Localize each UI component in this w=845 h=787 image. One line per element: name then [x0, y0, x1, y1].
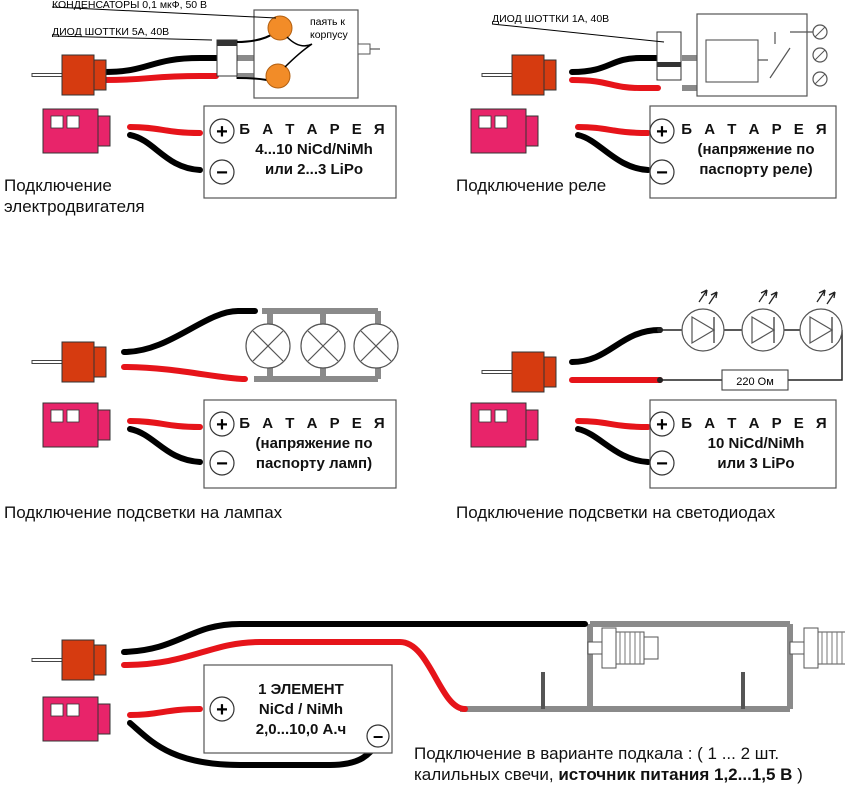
battery-text-glow: 1 ЭЛЕМЕНТ NiCd / NiMh 2,0...10,0 А.ч: [236, 680, 366, 740]
caption-line-2: калильных свечи, источник питания 1,2...…: [414, 764, 803, 785]
plus-terminal-relay: +: [656, 121, 668, 143]
led-1: [681, 289, 725, 352]
glow-plug-1: [587, 627, 659, 669]
plug-battery-motor: [42, 108, 111, 154]
plug-output-motor: [31, 54, 107, 96]
caption-line: Подключение: [4, 176, 112, 195]
caption-leds: Подключение подсветки на светодиодах: [456, 503, 776, 522]
schottky-diode-relay: [656, 31, 682, 81]
plus-terminal-glow: +: [216, 699, 228, 721]
resistor-label: 220 Ом: [736, 376, 774, 388]
resistor-220: [721, 369, 789, 391]
plug-battery-glow: [42, 696, 111, 742]
caption-glowplugs: Подключение в варианте подкала : ( 1 ...…: [414, 743, 803, 785]
caption-text: калильных свечи,: [414, 765, 554, 784]
plug-battery-leds: [470, 402, 539, 448]
led-2: [741, 289, 785, 352]
led-3: [799, 289, 843, 352]
annotation-solder-2: корпусу: [310, 29, 348, 41]
lamp-3: [353, 323, 399, 369]
battery-box-glow: [203, 664, 393, 754]
glow-plug-2: [789, 627, 845, 669]
plus-terminal-motor: +: [216, 121, 228, 143]
battery-line: 10 NiCd/NiMh: [707, 435, 805, 452]
battery-line: NiCd / NiMh: [258, 701, 344, 718]
battery-text-lamps: Б А Т А Р Е Я (напряжение по паспорту ла…: [236, 414, 392, 474]
battery-text-leds: Б А Т А Р Е Я 10 NiCd/NiMh или 3 LiPo: [680, 414, 832, 474]
battery-box-leds: [649, 399, 837, 489]
battery-line: (напряжение по: [697, 141, 815, 158]
panel-leds: 220 Ом + −: [470, 289, 843, 489]
annotation-capacitors: КОНДЕНСАТОРЫ 0,1 мкФ, 50 В: [52, 0, 207, 11]
battery-line: или 3 LiPo: [717, 455, 795, 472]
minus-terminal-lamps: −: [216, 453, 228, 475]
panel-motor: КОНДЕНСАТОРЫ 0,1 мкФ, 50 В ДИОД ШОТТКИ 5…: [31, 0, 397, 199]
battery-line: 1 ЭЛЕМЕНТ: [258, 681, 344, 698]
caption-motor: Подключение электродвигателя: [4, 175, 145, 217]
battery-line: 2,0...10,0 А.ч: [255, 721, 347, 738]
annotation-solder-1: паять к: [310, 16, 345, 28]
minus-terminal-motor: −: [216, 162, 228, 184]
battery-title: Б А Т А Р Е Я: [239, 415, 389, 432]
plus-terminal-lamps: +: [216, 414, 228, 436]
plus-terminal-leds: +: [656, 414, 668, 436]
capacitor-2: [265, 63, 291, 89]
panel-glowplugs: + −: [31, 621, 845, 768]
battery-line: паспорту реле): [699, 161, 813, 178]
annotation-diode-5a: ДИОД ШОТТКИ 5А, 40В: [52, 26, 169, 38]
capacitor-1: [267, 15, 293, 41]
battery-line: паспорту ламп): [255, 455, 373, 472]
panel-relay: ДИОД ШОТТКИ 1А, 40В + −: [470, 13, 837, 199]
plug-battery-lamps: [42, 402, 111, 448]
battery-line: или 2...3 LiPo: [265, 161, 363, 178]
battery-title: Б А Т А Р Е Я: [239, 121, 389, 138]
caption-relay: Подключение реле: [456, 176, 607, 195]
plug-output-glow: [31, 639, 107, 681]
battery-title: Б А Т А Р Е Я: [681, 121, 831, 138]
battery-box-lamps: [203, 399, 397, 489]
battery-text-motor: Б А Т А Р Е Я 4...10 NiCd/NiMh или 2...3…: [236, 120, 392, 180]
caption-lamps: Подключение подсветки на лампах: [4, 503, 283, 522]
plug-output-leds: [481, 351, 557, 393]
plug-output-relay: [481, 54, 557, 96]
caption-text-bold: источник питания 1,2...1,5 В: [558, 765, 793, 784]
panel-lamps: + −: [31, 308, 399, 489]
battery-line: (напряжение по: [255, 435, 373, 452]
relay-coil: [705, 39, 759, 83]
battery-box-motor: [203, 105, 397, 199]
plug-output-lamps: [31, 341, 107, 383]
caption-line: электродвигателя: [4, 197, 145, 216]
lamp-1: [245, 323, 291, 369]
battery-box-relay: [649, 105, 837, 199]
caption-line: Подключение в варианте подкала : ( 1 ...…: [414, 744, 780, 763]
battery-text-relay: Б А Т А Р Е Я (напряжение по паспорту ре…: [680, 120, 832, 180]
minus-terminal-glow: −: [373, 727, 384, 747]
annotation-diode-1a: ДИОД ШОТТКИ 1А, 40В: [492, 13, 609, 25]
battery-title: Б А Т А Р Е Я: [681, 415, 831, 432]
lamp-2: [300, 323, 346, 369]
minus-terminal-relay: −: [656, 162, 668, 184]
plug-battery-relay: [470, 108, 539, 154]
caption-text: ): [797, 765, 803, 784]
minus-terminal-leds: −: [656, 453, 668, 475]
battery-line: 4...10 NiCd/NiMh: [255, 141, 373, 158]
